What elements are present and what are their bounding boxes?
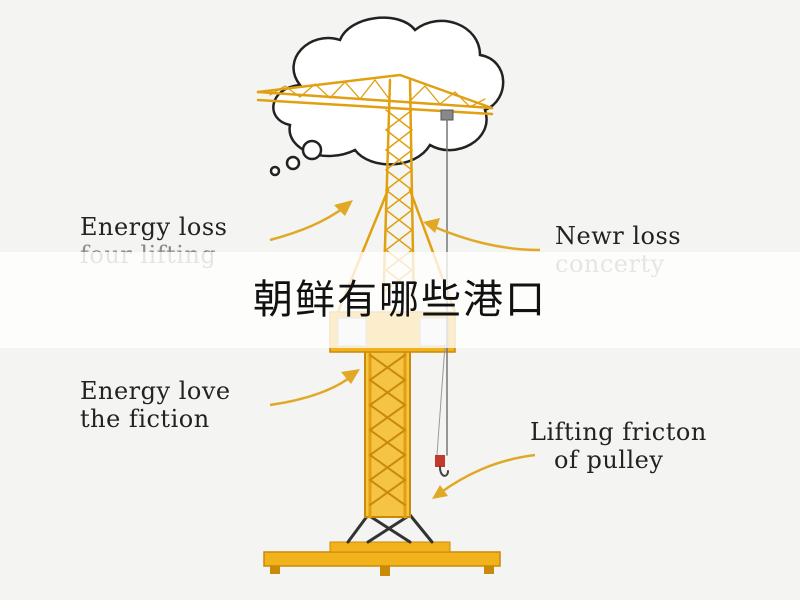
label-line: of pulley bbox=[554, 446, 664, 474]
thought-bubble-icon bbox=[269, 16, 505, 177]
label-line: Energy love bbox=[80, 377, 231, 405]
crane-base bbox=[263, 551, 501, 567]
arrow-bottom-right bbox=[439, 453, 536, 495]
crane-mast bbox=[364, 343, 411, 519]
label-energy-love-fiction: Energy love the fiction bbox=[80, 377, 231, 433]
label-line: Lifting fricton bbox=[530, 418, 707, 446]
title-banner bbox=[0, 252, 800, 348]
arrow-bottom-left bbox=[269, 374, 354, 407]
label-pulley-friction: Lifting fricton of pulley bbox=[530, 418, 707, 474]
label-line: Newr loss bbox=[555, 222, 682, 250]
banner-title: 朝鲜有哪些港口 bbox=[253, 277, 547, 323]
label-line: the fiction bbox=[80, 405, 210, 433]
arrow-top-right bbox=[431, 224, 541, 252]
label-line: Energy loss bbox=[80, 213, 228, 241]
arrow-top-left bbox=[269, 205, 347, 242]
annotation-arrows bbox=[269, 200, 541, 499]
